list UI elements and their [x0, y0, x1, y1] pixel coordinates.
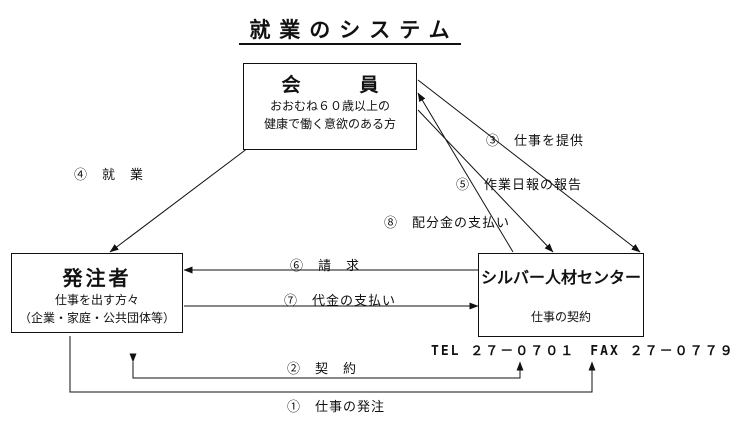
- center-desc: 仕事の契約: [530, 310, 591, 324]
- diagram-title: 就業のシステム: [0, 14, 700, 45]
- label-order: ① 仕事の発注: [287, 400, 386, 415]
- arrow-order: [69, 336, 596, 393]
- label-fee: ⑦ 代金の支払い: [284, 294, 397, 309]
- orderer-title: 発注者: [62, 266, 132, 290]
- arrow-payment: [417, 92, 514, 253]
- flow-arrows: [69, 79, 641, 393]
- label-invoice: ⑥ 請 求: [290, 259, 361, 274]
- label-provide: ③ 仕事を提供: [486, 134, 585, 149]
- arrow-provide: [417, 79, 641, 253]
- label-work: ④ 就 業: [74, 168, 145, 183]
- member-box: 会 員 おおむね６０歳以上の 健康で働く意欲のある方: [243, 63, 417, 150]
- orderer-desc-2: （企業・家庭・公共団体等）: [18, 311, 175, 325]
- center-box: シルバー人材センター 仕事の契約: [478, 253, 644, 337]
- arrow-work: [109, 147, 249, 253]
- member-title: 会 員: [281, 74, 399, 96]
- label-payment: ⑧ 配分金の支払い: [384, 216, 511, 231]
- label-contract: ② 契 約: [287, 362, 358, 377]
- arrow-contract: [129, 353, 524, 379]
- label-report: ⑤ 作業日報の報告: [456, 178, 583, 193]
- member-desc-1: おおむね６０歳以上の: [269, 99, 390, 113]
- center-title: シルバー人材センター: [480, 268, 641, 287]
- contact-numbers: TEL ２７－０７０１ FAX ２７－０７７９: [431, 344, 735, 359]
- orderer-box: 発注者 仕事を出す方々 （企業・家庭・公共団体等）: [11, 253, 183, 333]
- arrow-report: [417, 109, 554, 253]
- orderer-desc-1: 仕事を出す方々: [54, 293, 139, 307]
- member-desc-2: 健康で働く意欲のある方: [263, 117, 396, 131]
